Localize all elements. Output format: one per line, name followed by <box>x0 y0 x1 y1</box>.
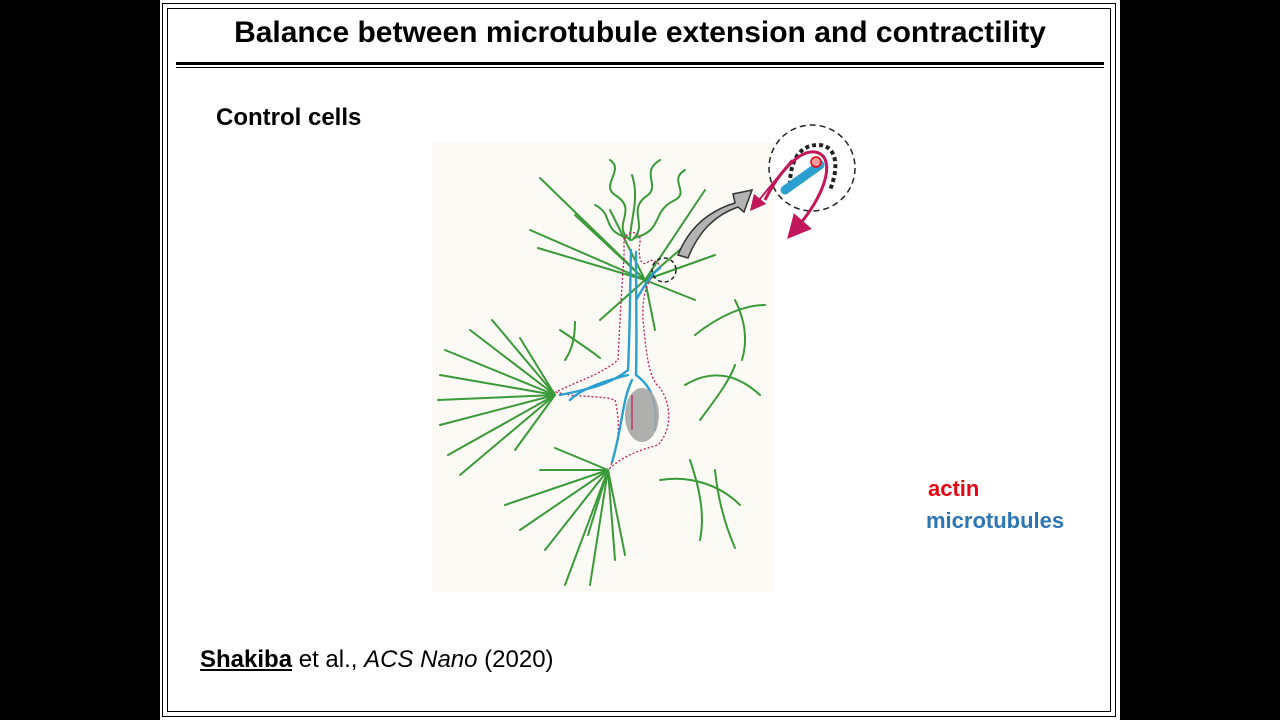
title-rule-thin <box>176 67 1104 68</box>
slide-frame-outer <box>162 3 1116 717</box>
slide-frame-inner <box>167 8 1111 712</box>
nucleus <box>625 388 659 442</box>
actin-fibers-top-wavy <box>594 159 686 241</box>
cell-diagram <box>432 124 856 592</box>
title-rule-thick <box>176 62 1104 65</box>
citation: Shakiba et al., ACS Nano (2020) <box>200 646 554 674</box>
citation-author: Shakiba <box>200 646 293 673</box>
actin-fibers-left-fan <box>437 319 556 476</box>
zoom-source-circle <box>651 257 677 283</box>
citation-year: (2020) <box>477 646 554 673</box>
zoom-arrow <box>676 188 754 259</box>
legend-actin: actin <box>928 476 980 501</box>
slide-subtitle: Control cells <box>216 104 362 131</box>
zoom-inset <box>749 124 856 240</box>
slide-title: Balance between microtubule extension an… <box>234 16 1046 49</box>
actin-fibers-right-arcs <box>559 299 766 549</box>
actin-fibers-upper-fan <box>529 177 721 331</box>
actin-fibers-bottom-fan <box>504 447 626 586</box>
citation-middle: et al., <box>292 646 365 673</box>
legend-microtubules: microtubules <box>926 508 1065 533</box>
citation-journal: ACS Nano <box>364 646 478 673</box>
cell-membrane-actin-outline <box>554 232 670 471</box>
